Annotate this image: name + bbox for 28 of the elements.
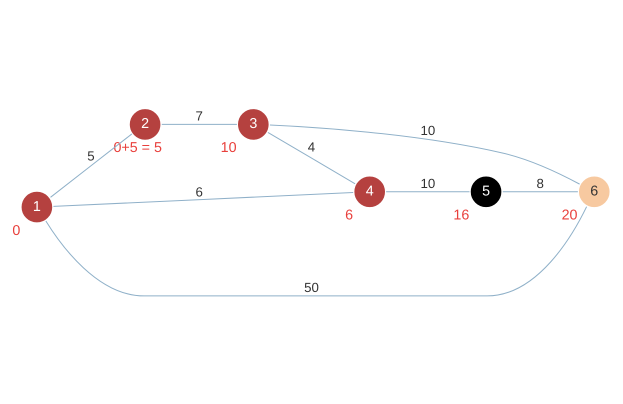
- edge-label: 10: [420, 176, 436, 192]
- edge-label: 6: [196, 184, 203, 200]
- connector: [270, 124, 580, 185]
- node-label: 0: [12, 222, 20, 239]
- node-circle: 2: [128, 107, 162, 142]
- edge-label: 10: [420, 123, 436, 138]
- node-circle: 4: [352, 174, 388, 210]
- connector: [386, 191, 470, 192]
- node-label: 0+5 = 5: [113, 140, 162, 156]
- node-circle: 5: [468, 174, 504, 210]
- edge-label: 7: [196, 108, 203, 124]
- node-circle: 1: [20, 190, 54, 224]
- edge-label: 50: [304, 280, 319, 296]
- connector: [53, 192, 354, 207]
- node-label: 6: [345, 208, 354, 224]
- edge-label: 5: [87, 148, 95, 164]
- connector: [45, 206, 588, 296]
- connector: [162, 124, 237, 125]
- connector: [50, 134, 132, 198]
- node-label: 20: [562, 208, 578, 224]
- node-label: 16: [453, 208, 470, 224]
- connector: [268, 132, 356, 184]
- edge-label: 8: [536, 176, 544, 192]
- node-circle: 6: [576, 174, 612, 210]
- node-label: 10: [220, 140, 237, 156]
- connector: [502, 191, 578, 192]
- node-circle: 3: [236, 107, 271, 142]
- edge-label: 4: [308, 139, 316, 154]
